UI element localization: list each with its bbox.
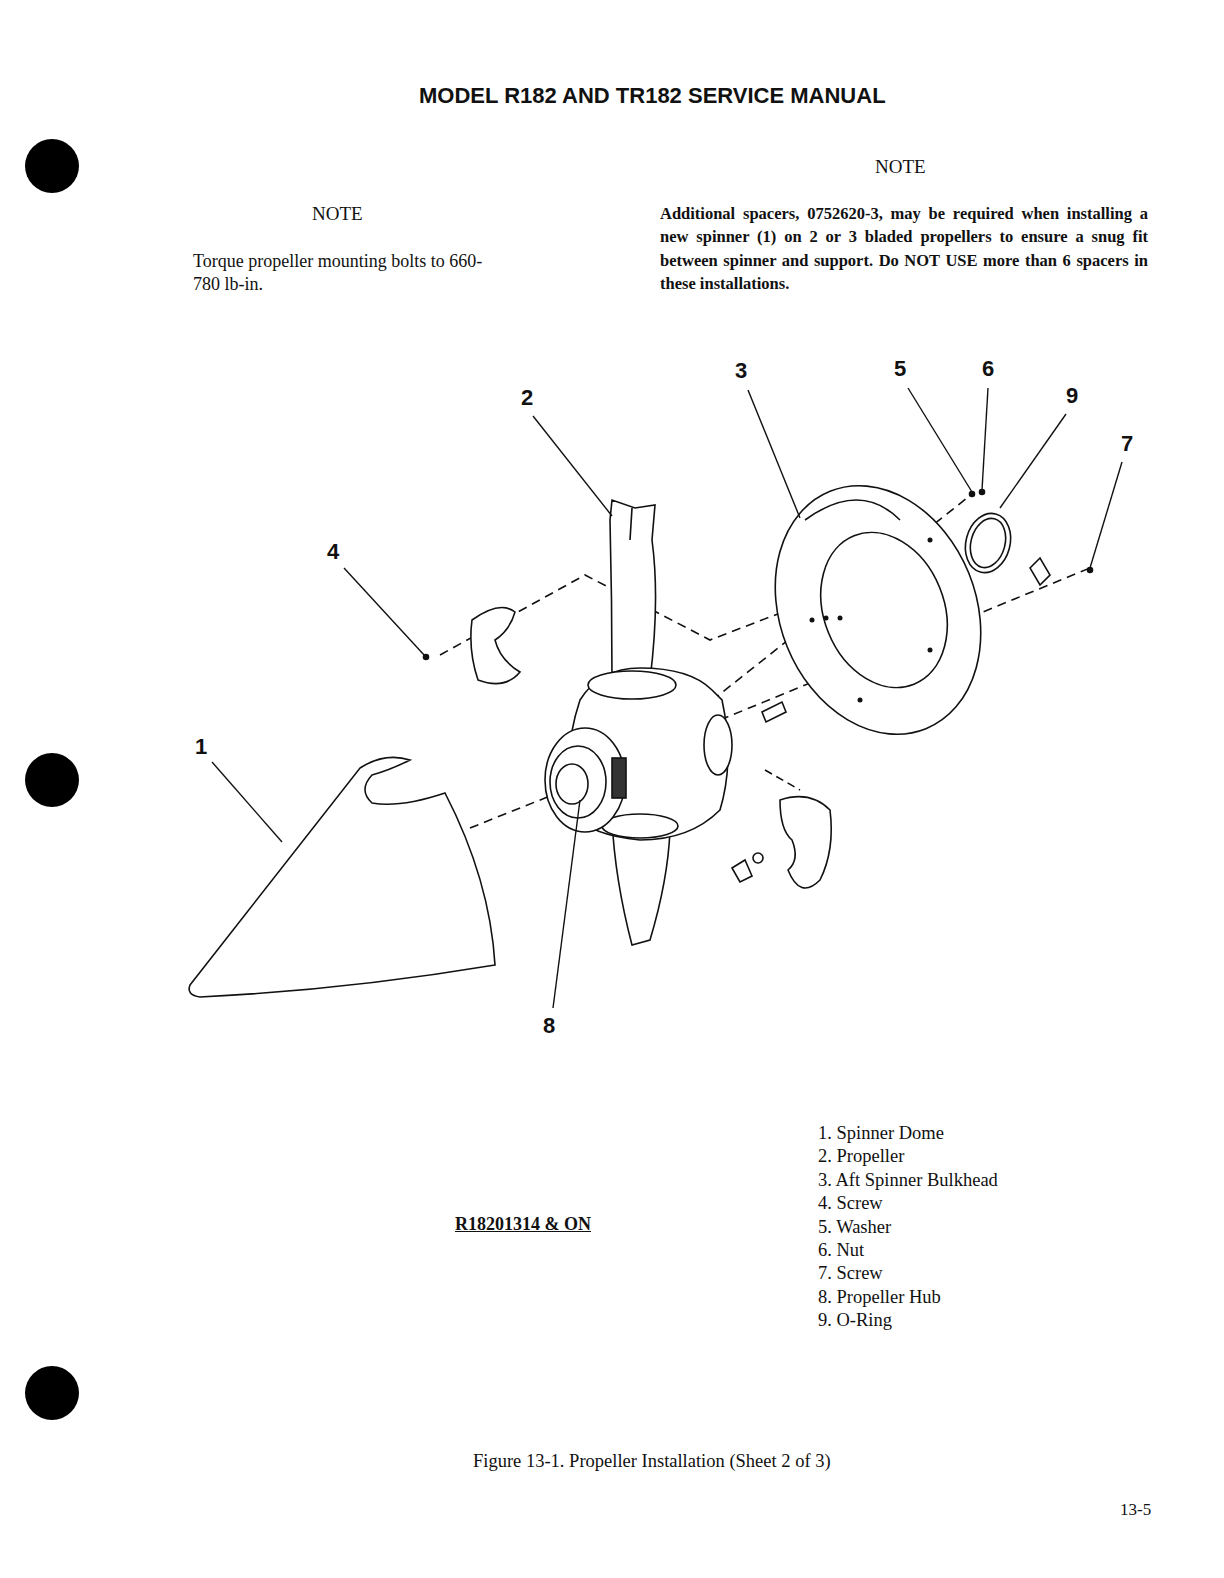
parts-list-item: 7. Screw (818, 1262, 883, 1285)
parts-list-item: 8. Propeller Hub (818, 1286, 941, 1309)
page-number: 13-5 (1120, 1499, 1151, 1520)
parts-list-item: 3. Aft Spinner Bulkhead (818, 1169, 998, 1192)
callout-number: 3 (735, 357, 747, 385)
parts-list-item: 6. Nut (818, 1239, 864, 1262)
callout-number: 7 (1121, 430, 1133, 458)
callout-number: 8 (543, 1012, 555, 1040)
parts-list-item: 1. Spinner Dome (818, 1122, 944, 1145)
parts-list-item: 2. Propeller (818, 1145, 904, 1168)
parts-list-item: 4. Screw (818, 1192, 883, 1215)
callout-number: 2 (521, 384, 533, 412)
parts-list-item: 5. Washer (818, 1216, 891, 1239)
page-header: MODEL R182 AND TR182 SERVICE MANUAL (419, 82, 886, 110)
note-text: Torque propeller mounting bolts to 660-7… (193, 250, 493, 295)
callout-number: 6 (982, 355, 994, 383)
note-heading: NOTE (312, 202, 363, 226)
figure-caption: Figure 13-1. Propeller Installation (She… (473, 1450, 831, 1473)
binder-holes (25, 139, 79, 1420)
callout-number: 4 (327, 538, 339, 566)
callout-number: 1 (195, 733, 207, 761)
effectivity-label: R18201314 & ON (455, 1213, 591, 1236)
callout-number: 9 (1066, 382, 1078, 410)
parts-list-item: 9. O-Ring (818, 1309, 892, 1332)
note-heading: NOTE (875, 155, 926, 179)
callout-number: 5 (894, 355, 906, 383)
note-text: Additional spacers, 0752620-3, may be re… (660, 202, 1148, 296)
